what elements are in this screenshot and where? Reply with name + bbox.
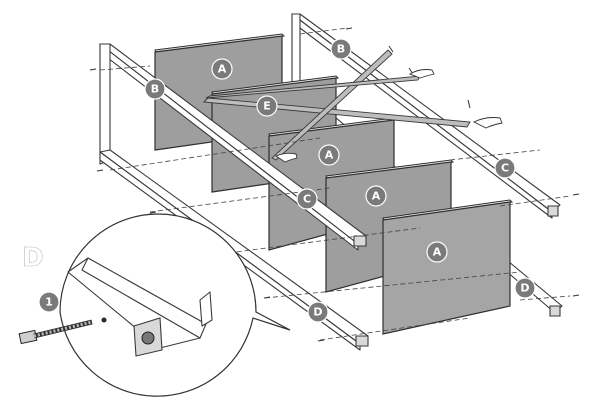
callout-a-2: A	[318, 144, 340, 166]
callout-d-2: D	[307, 301, 329, 323]
bolt-icon	[18, 319, 93, 345]
hand-icon	[408, 69, 435, 79]
callout-a-4: A	[426, 241, 448, 263]
hand-icon	[472, 117, 503, 129]
callout-part-1: 1	[38, 291, 60, 313]
callout-a-3: A	[365, 185, 387, 207]
screw-icon	[89, 68, 97, 71]
screw-icon	[96, 169, 104, 172]
callout-b-2: B	[144, 78, 166, 100]
front-top-end	[353, 235, 367, 247]
front-post	[99, 43, 111, 165]
screw-icon	[572, 294, 580, 297]
screw-icon	[467, 99, 471, 109]
svg-text:A: A	[433, 246, 442, 259]
detail-tube-hole	[141, 331, 155, 345]
section-label: D	[22, 243, 44, 273]
detail-inset	[18, 213, 291, 397]
svg-text:D: D	[520, 282, 529, 295]
screw-icon	[572, 193, 580, 196]
callout-a-1: A	[211, 58, 233, 80]
svg-text:B: B	[151, 83, 159, 96]
callout-c-2: C	[296, 188, 318, 210]
svg-text:A: A	[372, 190, 381, 203]
screw-icon	[317, 339, 325, 342]
screw-icon	[345, 27, 353, 30]
guide-lines	[99, 27, 571, 341]
cross-brace-e	[203, 49, 471, 161]
svg-text:A: A	[325, 149, 334, 162]
svg-text:B: B	[337, 43, 345, 56]
svg-text:1: 1	[45, 296, 53, 309]
svg-text:D: D	[313, 306, 322, 319]
back-rail-end	[547, 205, 559, 217]
detail-circle	[59, 213, 291, 397]
svg-text:E: E	[263, 100, 271, 113]
front-bottom-end	[355, 335, 369, 347]
panel-5	[382, 199, 514, 335]
screw-icon	[388, 45, 394, 53]
callout-e: E	[256, 95, 278, 117]
screw-icon	[149, 211, 157, 214]
screw-icon	[263, 296, 271, 299]
callout-d-1: D	[514, 277, 536, 299]
svg-text:C: C	[501, 162, 509, 175]
detail-bracket	[199, 291, 213, 327]
callout-c-1: C	[494, 157, 516, 179]
callout-b-1: B	[330, 38, 352, 60]
svg-text:C: C	[303, 193, 311, 206]
callout-a-1-label: A	[218, 63, 227, 76]
hand-icon	[275, 152, 298, 163]
back-bottom-end	[549, 305, 561, 317]
